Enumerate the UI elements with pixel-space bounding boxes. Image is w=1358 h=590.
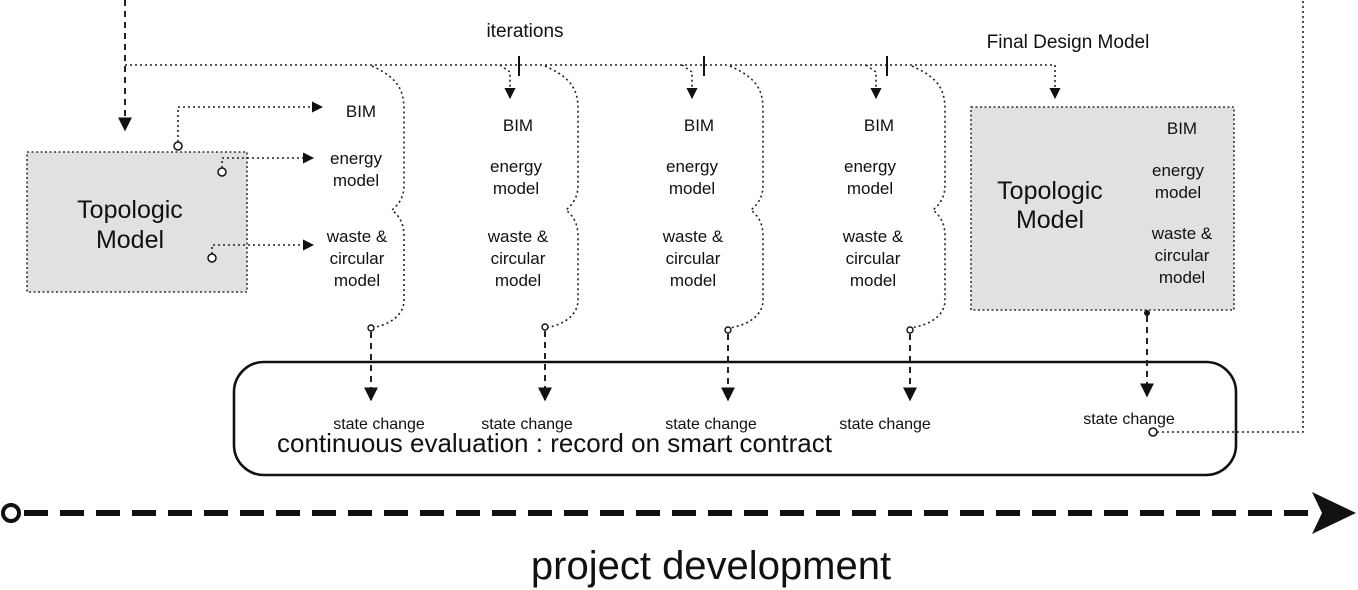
iteration-1-waste-line1: waste & bbox=[487, 227, 549, 246]
bim-connector-arrow bbox=[177, 101, 324, 142]
iteration-2-bim: BIM bbox=[684, 116, 714, 135]
iteration-3-waste-line3: model bbox=[850, 271, 896, 290]
initial-energy-line2: model bbox=[333, 171, 379, 190]
final-design-model-label: Final Design Model bbox=[987, 32, 1150, 53]
initial-waste-line2: circular bbox=[330, 249, 385, 268]
topologic-model-final-line2: Model bbox=[1016, 206, 1084, 234]
connector-bim bbox=[173, 141, 183, 151]
state-change-4-label: state change bbox=[839, 416, 931, 433]
feedback-connector bbox=[1148, 427, 1158, 437]
continuous-evaluation-label: continuous evaluation : record on smart … bbox=[277, 428, 833, 458]
state-change-5-label: state change bbox=[1083, 411, 1175, 428]
iteration-2-waste-line3: model bbox=[670, 271, 716, 290]
final-waste-line3: model bbox=[1159, 268, 1205, 287]
iteration-3-energy-line1: energy bbox=[844, 157, 896, 176]
continuous-evaluation-box bbox=[232, 360, 1238, 477]
branch-arrow-3 bbox=[865, 64, 882, 100]
initial-bim-label: BIM bbox=[346, 102, 376, 121]
final-energy-line1: energy bbox=[1152, 161, 1204, 180]
project-development-label: project development bbox=[531, 544, 891, 588]
iteration-1-energy-line2: model bbox=[493, 179, 539, 198]
brace-2 bbox=[544, 65, 579, 329]
iterations-label: iterations bbox=[486, 21, 563, 42]
connector-energy bbox=[217, 167, 227, 177]
final-energy-line2: model bbox=[1155, 183, 1201, 202]
topologic-model-initial-line2: Model bbox=[96, 226, 164, 254]
iteration-1-waste-line2: circular bbox=[491, 249, 546, 268]
iteration-3-bim: BIM bbox=[864, 116, 894, 135]
state-change-3-label: state change bbox=[665, 416, 757, 433]
iteration-2-energy-line2: model bbox=[669, 179, 715, 198]
iteration-1-energy-line1: energy bbox=[490, 157, 542, 176]
state-change-2-label: state change bbox=[481, 416, 573, 433]
brace-1 bbox=[370, 65, 405, 329]
iteration-1-waste-line3: model bbox=[495, 271, 541, 290]
connector-waste bbox=[207, 253, 217, 263]
topologic-model-initial-line1: Topologic bbox=[77, 196, 183, 224]
iteration-1-bim: BIM bbox=[503, 116, 533, 135]
iteration-3-energy-line2: model bbox=[847, 179, 893, 198]
state-change-1-label: state change bbox=[333, 416, 425, 433]
branch-arrow-1 bbox=[499, 64, 516, 100]
iteration-2-waste-line2: circular bbox=[666, 249, 721, 268]
final-waste-line2: circular bbox=[1155, 246, 1210, 265]
topologic-model-final-line1: Topologic bbox=[997, 177, 1103, 205]
state-change-2-connector bbox=[541, 323, 549, 331]
branch-arrow-2 bbox=[681, 64, 698, 100]
initial-energy-line1: energy bbox=[330, 149, 382, 168]
state-change-1-connector bbox=[367, 324, 375, 332]
state-change-4-connector bbox=[906, 326, 914, 334]
feedback-loop bbox=[1157, 0, 1304, 433]
final-bim-label: BIM bbox=[1167, 119, 1197, 138]
iteration-2-energy-line1: energy bbox=[666, 157, 718, 176]
initial-waste-line1: waste & bbox=[326, 227, 388, 246]
brace-3 bbox=[728, 65, 764, 329]
iteration-3-waste-line1: waste & bbox=[842, 227, 904, 246]
state-change-3-connector bbox=[724, 326, 732, 334]
state-change-5-connector bbox=[1144, 310, 1150, 316]
initial-waste-line3: model bbox=[334, 271, 380, 290]
waste-connector-arrow bbox=[211, 239, 315, 254]
energy-connector-arrow bbox=[221, 152, 315, 168]
final-waste-line1: waste & bbox=[1151, 224, 1213, 243]
project-development-arrowhead bbox=[1312, 492, 1356, 534]
timeline-start-marker bbox=[1, 503, 21, 523]
iteration-3-waste-line2: circular bbox=[846, 249, 901, 268]
iteration-2-waste-line1: waste & bbox=[662, 227, 724, 246]
topologic-model-initial-box bbox=[26, 151, 248, 293]
topologic-model-final-box bbox=[970, 106, 1235, 311]
brace-4 bbox=[909, 65, 946, 329]
